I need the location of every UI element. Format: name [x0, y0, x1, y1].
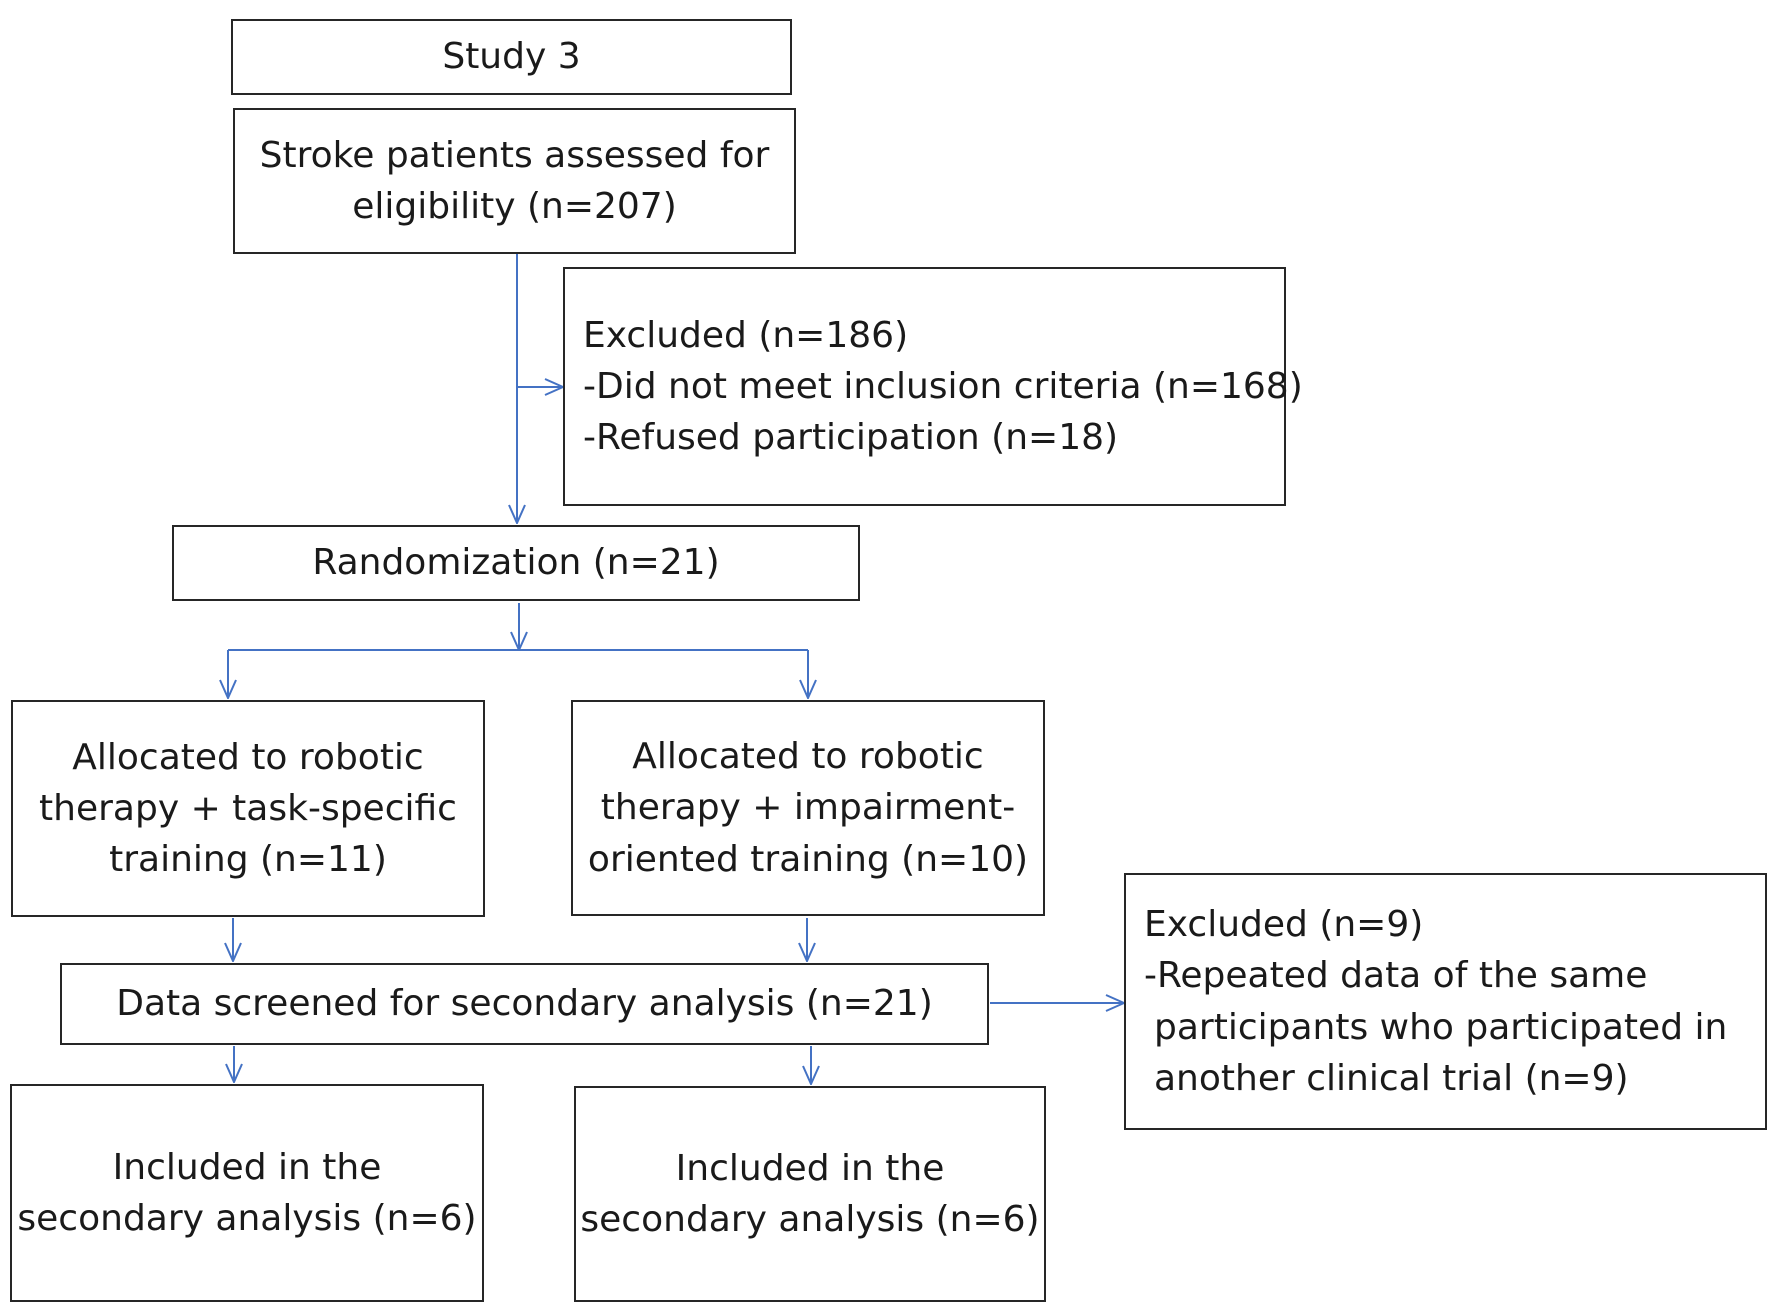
screened-label: Data screened for secondary analysis (n=… [116, 983, 933, 1025]
assessed-line-2: eligibility (n=207) [352, 186, 677, 227]
allocation-b-line-1: Allocated to robotic [632, 736, 984, 778]
allocation-a-line-2: therapy + task-specific [39, 787, 457, 829]
assessed-line-1: Stroke patients assessed for [259, 134, 770, 176]
allocation-a-line-1: Allocated to robotic [72, 736, 424, 778]
study-label-box: Study 3 [231, 19, 792, 95]
excluded-screening-line-1: Excluded (n=9) [1144, 904, 1424, 946]
excluded-enrollment-line-3: -Refused participation (n=18) [583, 417, 1119, 459]
excluded-enrollment-box: Excluded (n=186) -Did not meet inclusion… [563, 267, 1303, 506]
included-b-box: Included in the secondary analysis (n=6) [574, 1086, 1046, 1302]
excluded-enrollment-line-1: Excluded (n=186) [583, 314, 909, 356]
study-label: Study 3 [442, 36, 581, 78]
excluded-screening-line-2: -Repeated data of the same [1144, 955, 1648, 997]
randomization-label: Randomization (n=21) [312, 542, 720, 584]
excluded-enrollment-line-2: -Did not meet inclusion criteria (n=168) [583, 365, 1303, 407]
allocation-b-line-3: oriented training (n=10) [587, 838, 1029, 880]
excluded-screening-line-3: participants who participated in [1154, 1006, 1728, 1048]
excluded-screening-box: Excluded (n=9) -Repeated data of the sam… [1124, 873, 1767, 1130]
allocation-b-line-2: therapy + impairment- [600, 787, 1016, 829]
allocation-b-box: Allocated to robotic therapy + impairmen… [571, 700, 1045, 916]
included-a-line-2: secondary analysis (n=6) [17, 1198, 477, 1239]
excluded-screening-line-4: another clinical trial (n=9) [1154, 1057, 1629, 1099]
included-a-line-1: Included in the [112, 1146, 382, 1188]
allocation-a-line-3: training (n=11) [109, 839, 387, 881]
screened-box: Data screened for secondary analysis (n=… [60, 963, 989, 1045]
included-a-box: Included in the secondary analysis (n=6) [10, 1084, 484, 1302]
assessed-box: Stroke patients assessed for eligibility… [233, 108, 796, 254]
included-b-line-1: Included in the [675, 1147, 945, 1189]
randomization-box: Randomization (n=21) [172, 525, 860, 601]
allocation-a-box: Allocated to robotic therapy + task-spec… [11, 700, 485, 917]
included-b-line-2: secondary analysis (n=6) [580, 1199, 1040, 1240]
